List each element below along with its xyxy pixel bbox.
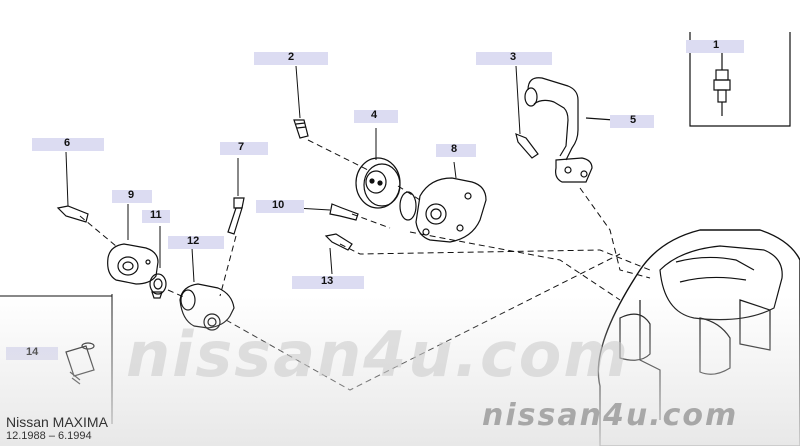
part-9-thermostat-housing-icon bbox=[107, 204, 159, 285]
watermark-corner: nissan4u.com bbox=[482, 398, 739, 433]
callout-1-label: 1 bbox=[713, 39, 720, 51]
callout-3-label: 3 bbox=[510, 51, 517, 63]
callout-11-label: 11 bbox=[150, 209, 162, 221]
vehicle-model: Nissan MAXIMA bbox=[6, 414, 108, 430]
part-13-bolt-icon bbox=[324, 233, 353, 275]
callout-6: 6 bbox=[32, 137, 104, 151]
callout-2-label: 2 bbox=[288, 51, 295, 63]
part-4-pulley-icon bbox=[355, 128, 401, 209]
callout-13: 13 bbox=[292, 275, 364, 289]
callout-11: 11 bbox=[142, 209, 170, 223]
callout-7-label: 7 bbox=[238, 141, 245, 153]
watermark-center: nissan4u.com bbox=[126, 318, 630, 391]
callout-5: 5 bbox=[610, 114, 654, 128]
part-7-bolt-icon bbox=[227, 158, 245, 235]
callout-4-label: 4 bbox=[371, 109, 378, 121]
callout-8-label: 8 bbox=[451, 143, 458, 155]
callout-12: 12 bbox=[168, 235, 224, 249]
bottom-fade bbox=[0, 296, 800, 446]
callout-5-label: 5 bbox=[630, 114, 637, 126]
part-8-water-pump-icon bbox=[399, 161, 487, 243]
callout-8: 8 bbox=[436, 143, 476, 157]
callout-10: 10 bbox=[256, 199, 304, 213]
callout-1: 1 bbox=[686, 39, 744, 53]
part-6-bolt-icon bbox=[56, 151, 89, 223]
callout-12-label: 12 bbox=[187, 235, 200, 247]
part-3-bolt-icon bbox=[515, 65, 539, 159]
callout-9-label: 9 bbox=[128, 189, 135, 201]
callout-7: 7 bbox=[220, 141, 268, 155]
callout-10-label: 10 bbox=[272, 199, 285, 211]
part-1-sensor-icon bbox=[689, 32, 791, 127]
callout-13-label: 13 bbox=[321, 275, 334, 287]
callout-9: 9 bbox=[112, 189, 152, 203]
callout-2: 2 bbox=[254, 51, 328, 65]
callout-4: 4 bbox=[354, 109, 398, 123]
part-2-bolt-icon bbox=[293, 65, 309, 139]
callout-6-label: 6 bbox=[64, 137, 71, 149]
part-10-bolt-icon bbox=[295, 203, 359, 221]
part-5-water-pipe-icon bbox=[524, 77, 615, 183]
vehicle-dates: 12.1988 – 6.1994 bbox=[6, 430, 92, 442]
callout-3: 3 bbox=[476, 51, 552, 65]
